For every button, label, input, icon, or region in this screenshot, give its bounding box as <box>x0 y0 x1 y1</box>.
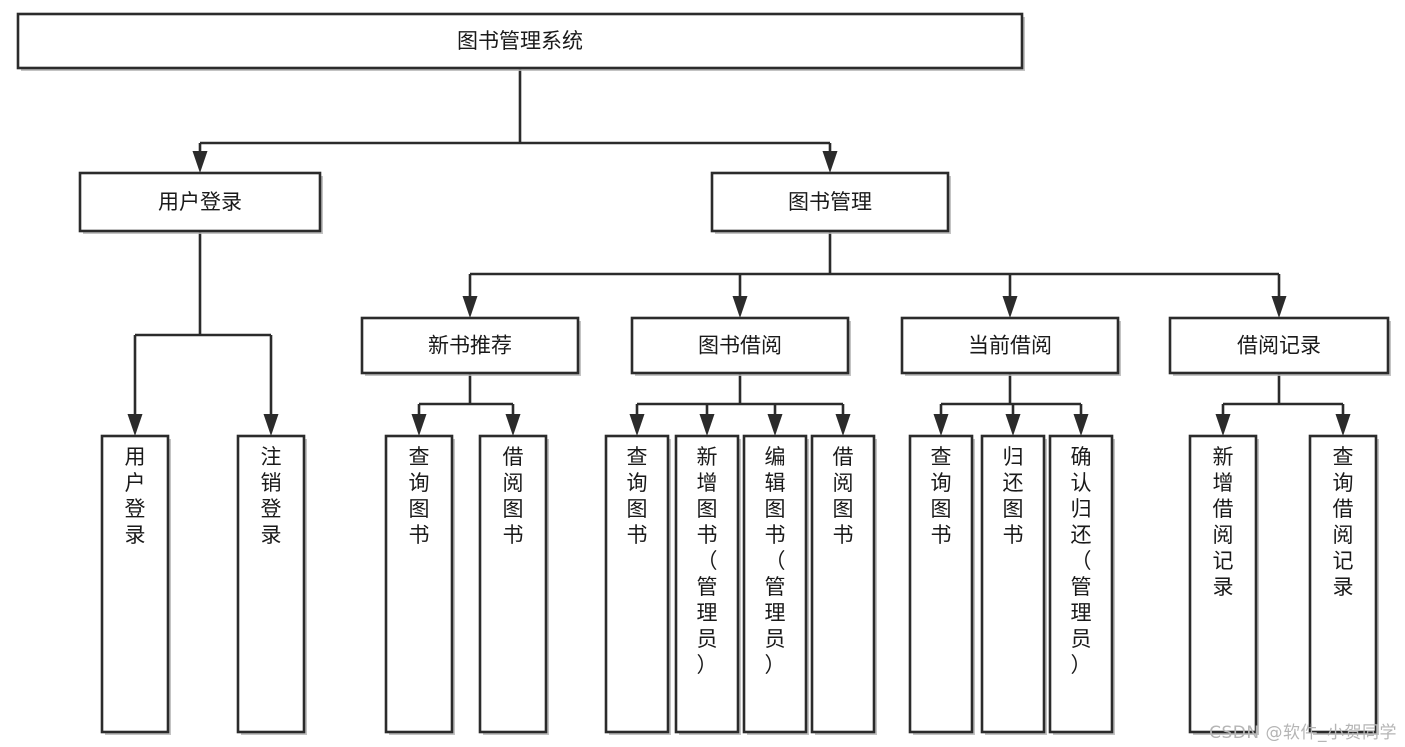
node-leaf-user-login[interactable]: 用户登录 <box>100 434 171 735</box>
connector-group-bus-root <box>192 68 838 173</box>
node-label: 确认归还（管理员） <box>1071 445 1092 677</box>
node-leaf-edit-book[interactable]: 编辑图书（管理员） <box>742 434 809 735</box>
arrow-head-icon <box>263 414 279 436</box>
arrow-head-icon <box>1271 296 1287 318</box>
arrow-head-icon <box>1005 414 1021 436</box>
node-current-borrow[interactable]: 当前借阅 <box>900 316 1121 376</box>
arrow-head-icon <box>192 151 208 173</box>
node-label: 查询借阅记录 <box>1333 445 1354 599</box>
node-box[interactable] <box>900 316 1120 375</box>
node-book-manage[interactable]: 图书管理 <box>710 171 951 234</box>
node-label: 查询图书 <box>409 445 430 547</box>
csdn-watermark: CSDN @软件_小贺同学 <box>1209 723 1397 743</box>
node-box[interactable] <box>1188 434 1258 734</box>
node-label: 图书管理系统 <box>457 29 583 53</box>
node-borrow-record[interactable]: 借阅记录 <box>1168 316 1391 376</box>
node-leaf-add-book[interactable]: 新增图书（管理员） <box>674 434 741 735</box>
node-box[interactable] <box>100 434 170 734</box>
arrow-head-icon <box>933 414 949 436</box>
arrow-head-icon <box>411 414 427 436</box>
node-box[interactable] <box>1308 434 1378 734</box>
node-label: 查询图书 <box>627 445 648 547</box>
node-box[interactable] <box>16 12 1024 70</box>
node-box[interactable] <box>810 434 876 734</box>
node-box[interactable] <box>710 171 950 233</box>
node-layer: 图书管理系统用户登录图书管理新书推荐图书借阅当前借阅借阅记录用户登录注销登录查询… <box>16 12 1391 735</box>
node-label: 用户登录 <box>125 445 146 547</box>
node-user-login[interactable]: 用户登录 <box>78 171 323 234</box>
node-box[interactable] <box>630 316 850 375</box>
connector-group-bus-new-book <box>411 373 521 436</box>
node-box[interactable] <box>1048 434 1114 734</box>
node-book-borrow[interactable]: 图书借阅 <box>630 316 851 376</box>
node-label: 归还图书 <box>1003 445 1024 547</box>
node-new-book-recommend[interactable]: 新书推荐 <box>360 316 581 376</box>
node-label: 借阅图书 <box>833 445 854 547</box>
node-box[interactable] <box>360 316 580 375</box>
node-box[interactable] <box>478 434 548 734</box>
node-label: 借阅记录 <box>1237 334 1321 358</box>
node-leaf-add-record[interactable]: 新增借阅记录 <box>1188 434 1259 735</box>
connector-layer <box>127 68 1351 436</box>
node-box[interactable] <box>236 434 306 734</box>
node-label: 查询图书 <box>931 445 952 547</box>
arrow-head-icon <box>835 414 851 436</box>
node-box[interactable] <box>980 434 1046 734</box>
connector-group-bus-book-manage <box>462 231 1287 318</box>
arrow-head-icon <box>1073 414 1089 436</box>
connector-group-bus-current-borrow <box>933 373 1089 436</box>
node-label: 注销登录 <box>261 445 282 547</box>
node-leaf-borrow-book-rec[interactable]: 借阅图书 <box>478 434 549 735</box>
node-label: 用户登录 <box>158 190 242 214</box>
node-leaf-return-book[interactable]: 归还图书 <box>980 434 1047 735</box>
node-box[interactable] <box>742 434 808 734</box>
arrow-head-icon <box>505 414 521 436</box>
node-leaf-logout[interactable]: 注销登录 <box>236 434 307 735</box>
connector-group-bus-borrow-record <box>1215 373 1351 436</box>
arrow-head-icon <box>127 414 143 436</box>
node-label: 借阅图书 <box>503 445 524 547</box>
node-label: 新增图书（管理员） <box>697 445 718 677</box>
node-leaf-confirm-return[interactable]: 确认归还（管理员） <box>1048 434 1115 735</box>
connector-group-bus-book-borrow <box>629 373 851 436</box>
node-box[interactable] <box>384 434 454 734</box>
node-box[interactable] <box>1168 316 1390 375</box>
arrow-head-icon <box>732 296 748 318</box>
node-label: 编辑图书（管理员） <box>765 445 786 677</box>
node-label: 新增借阅记录 <box>1213 445 1234 599</box>
node-box[interactable] <box>604 434 670 734</box>
node-label: 图书借阅 <box>698 334 782 358</box>
arrow-head-icon <box>1215 414 1231 436</box>
node-box[interactable] <box>78 171 322 233</box>
node-box[interactable] <box>674 434 740 734</box>
node-box[interactable] <box>908 434 974 734</box>
arrow-head-icon <box>822 151 838 173</box>
node-leaf-query-book-borrow[interactable]: 查询图书 <box>604 434 671 735</box>
node-leaf-borrow-book[interactable]: 借阅图书 <box>810 434 877 735</box>
node-root[interactable]: 图书管理系统 <box>16 12 1025 71</box>
node-label: 图书管理 <box>788 190 872 214</box>
arrow-head-icon <box>1002 296 1018 318</box>
arrow-head-icon <box>699 414 715 436</box>
node-leaf-query-book-cur[interactable]: 查询图书 <box>908 434 975 735</box>
arrow-head-icon <box>629 414 645 436</box>
arrow-head-icon <box>462 296 478 318</box>
arrow-head-icon <box>767 414 783 436</box>
node-label: 当前借阅 <box>968 334 1052 358</box>
arrow-head-icon <box>1335 414 1351 436</box>
node-leaf-query-book-rec[interactable]: 查询图书 <box>384 434 455 735</box>
connector-group-bus-user-login <box>127 231 279 436</box>
node-label: 新书推荐 <box>428 334 512 358</box>
node-leaf-query-record[interactable]: 查询借阅记录 <box>1308 434 1379 735</box>
